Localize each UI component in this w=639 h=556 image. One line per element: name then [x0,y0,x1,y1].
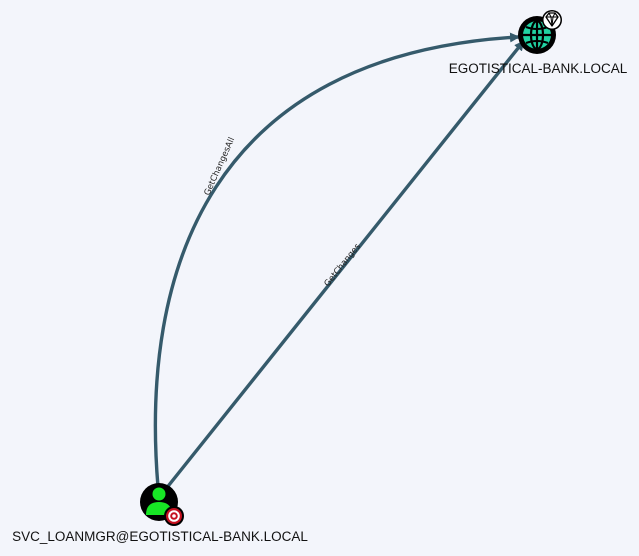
edge-getchangesall-line[interactable] [153,32,520,489]
user-node-label: SVC_LOANMGR@EGOTISTICAL-BANK.LOCAL [12,529,308,544]
user-node[interactable]: SVC_LOANMGR@EGOTISTICAL-BANK.LOCAL [12,483,308,544]
domain-node-label: EGOTISTICAL-BANK.LOCAL [449,61,628,76]
edge-getchangesall[interactable]: GetChangesAll [153,32,520,489]
diamond-icon [542,10,562,30]
edge-getchanges-label: GetChanges [323,241,364,288]
globe-icon [523,19,551,51]
domain-node[interactable]: EGOTISTICAL-BANK.LOCAL [449,10,628,76]
edge-getchanges[interactable]: GetChanges [163,40,525,492]
edge-getchanges-line[interactable] [163,40,525,492]
target-icon [164,506,184,526]
